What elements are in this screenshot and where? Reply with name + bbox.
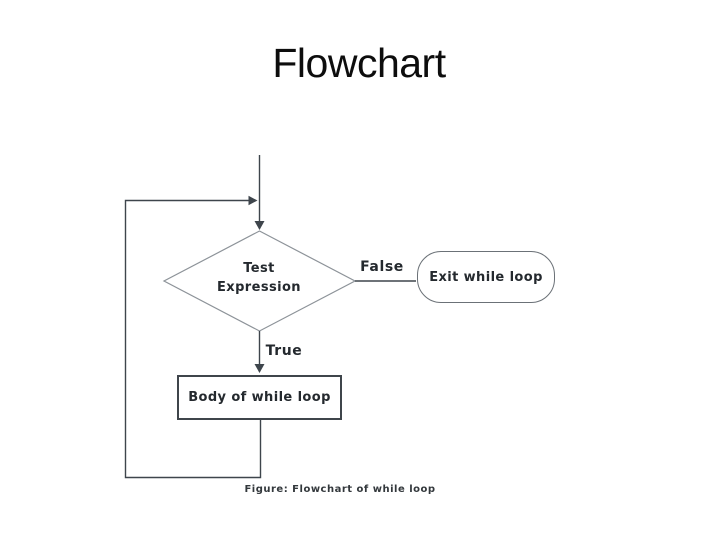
- loop-arrowhead-right-icon: [248, 195, 258, 206]
- false-branch-label: False: [360, 259, 404, 275]
- slide-title: Flowchart: [272, 40, 446, 86]
- decision-label-line1: Test: [243, 261, 275, 276]
- process-node-body-of-loop: Body of while loop: [177, 375, 342, 420]
- terminal-node-label: Exit while loop: [429, 269, 543, 285]
- decision-label-line2: Expression: [217, 280, 301, 295]
- true-arrowhead-down-icon: [254, 364, 265, 373]
- decision-node-label: Test Expression: [159, 259, 359, 297]
- loop-back-path: [124, 199, 262, 479]
- figure-caption: Figure: Flowchart of while loop: [244, 484, 436, 495]
- true-branch-label: True: [265, 343, 303, 359]
- process-node-label: Body of while loop: [188, 390, 331, 405]
- terminal-node-exit-loop: Exit while loop: [417, 251, 555, 303]
- entry-arrowhead-down-icon: [254, 221, 265, 230]
